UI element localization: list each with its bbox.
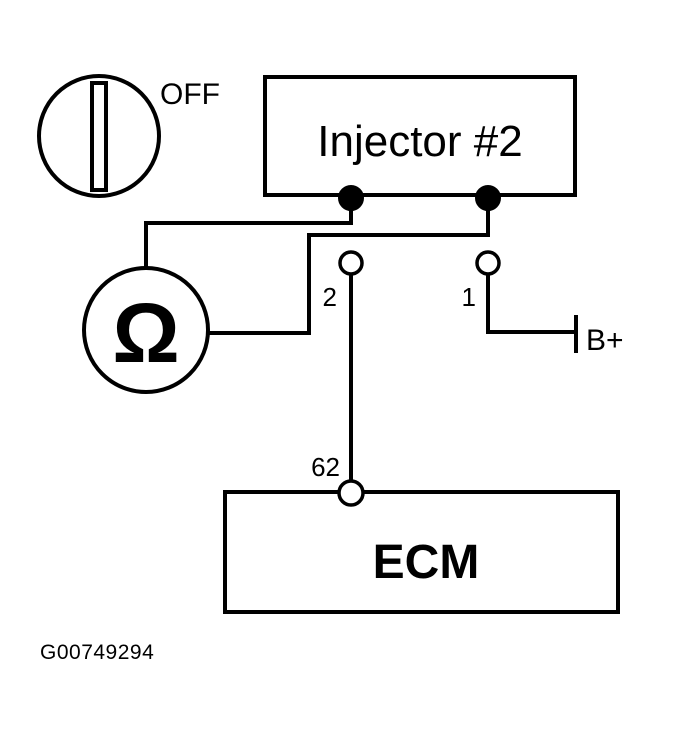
ohmmeter-icon xyxy=(82,266,210,394)
ecm-pin-label: 62 xyxy=(311,452,340,482)
figure-id: G00749294 xyxy=(40,641,155,664)
ohm-symbol: Ω xyxy=(112,286,179,380)
connector-pin-2 xyxy=(338,250,364,276)
ohmmeter-lead-1 xyxy=(144,192,353,270)
ecm-pin-62 xyxy=(337,479,365,507)
pin-2-label: 2 xyxy=(323,282,337,312)
battery-label: B+ xyxy=(586,324,624,357)
pin-1-to-battery-wire xyxy=(486,272,576,334)
ecm-label: ECM xyxy=(373,536,480,589)
connector-pin-1 xyxy=(475,250,501,276)
ecm-box xyxy=(223,490,620,614)
pin-1-label: 1 xyxy=(462,282,476,312)
ignition-switch-icon xyxy=(37,74,161,198)
injector-label: Injector #2 xyxy=(317,117,522,166)
injector-terminal-left xyxy=(338,185,364,211)
injector-box xyxy=(263,75,577,197)
ignition-off-label: OFF xyxy=(160,78,220,111)
injector-terminal-right xyxy=(475,185,501,211)
ohmmeter-lead-2 xyxy=(205,192,490,335)
wiring xyxy=(144,192,578,487)
